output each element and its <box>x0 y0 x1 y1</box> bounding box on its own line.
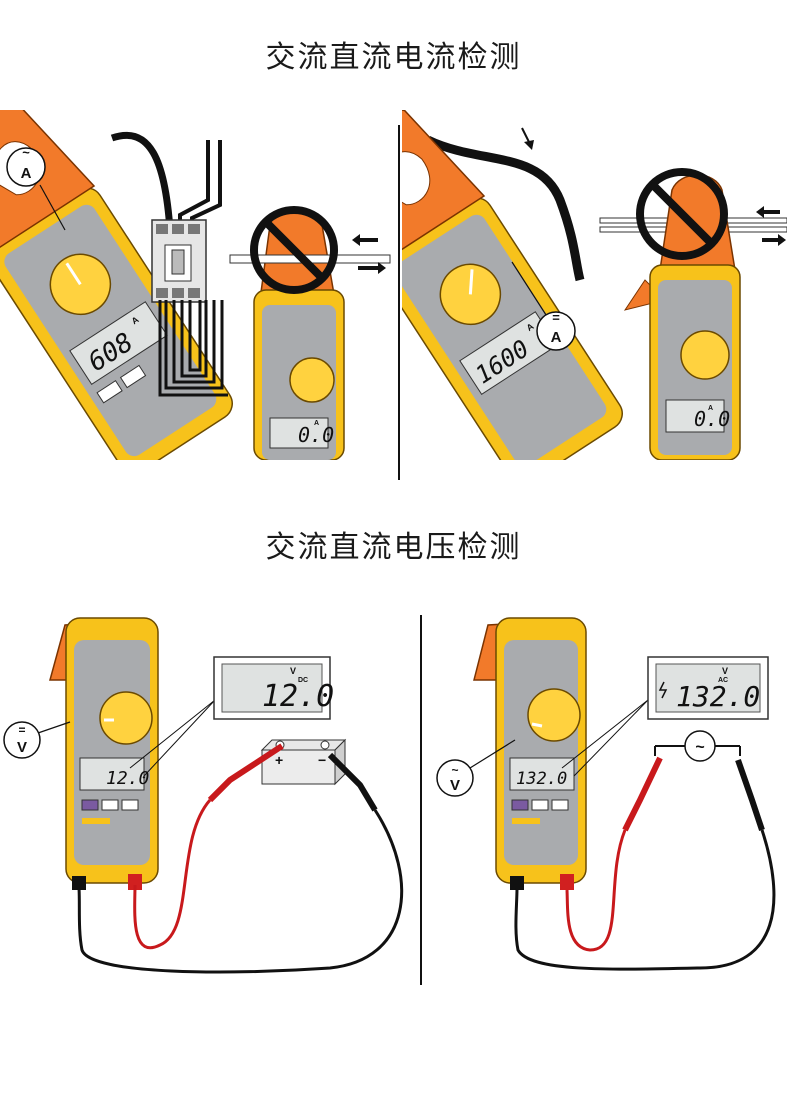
dc-amps-symbol-letter: A <box>551 329 562 346</box>
circuit-breaker <box>151 140 228 397</box>
ac-voltage-reading: 132.0 <box>516 769 567 789</box>
black-probe <box>735 759 765 831</box>
ac-current-wrong-unit: A <box>314 420 319 427</box>
dc-voltage-zoom-unit-sub: DC <box>298 677 308 684</box>
prohibited-sign-icon <box>636 168 728 260</box>
ac-current-panel: 608 A ~ A <box>0 110 391 460</box>
ac-amps-symbol-mark: ~ <box>22 145 30 160</box>
ac-voltage-zoom-unit: V <box>722 666 728 676</box>
ac-volts-symbol-mark: ~ <box>451 763 458 777</box>
current-section-title: 交流直流电流检测 <box>265 40 522 75</box>
red-probe <box>622 756 663 832</box>
prohibited-sign-icon <box>250 206 338 294</box>
arrow-left-icon <box>756 206 786 246</box>
red-probe <box>207 743 284 803</box>
dc-wire <box>426 135 585 282</box>
battery-minus-label: − <box>318 752 326 768</box>
dc-volts-symbol-letter: V <box>17 739 27 756</box>
red-lead <box>565 829 627 952</box>
arrow-left-icon <box>352 234 386 274</box>
dc-voltage-panel: 12.0 = V 12.0 V DC + − <box>3 617 404 974</box>
ac-wire <box>110 131 174 231</box>
black-probe <box>327 752 378 812</box>
dc-current-wrong-meter: 0.0 A <box>599 174 787 460</box>
dc-voltage-reading: 12.0 <box>106 768 149 789</box>
battery-icon: + − <box>260 738 347 786</box>
hazard-bolt-icon <box>658 681 668 699</box>
ac-voltage-zoom-reading: 132.0 <box>676 680 760 713</box>
dc-voltage-zoom-unit: V <box>290 666 296 676</box>
ac-volts-symbol-letter: V <box>450 777 460 794</box>
ac-volts-symbol <box>436 759 474 797</box>
dc-volts-symbol <box>3 721 41 759</box>
dc-current-reading-unit: A <box>525 321 536 333</box>
ac-current-reading-unit: A <box>130 314 141 326</box>
ac-voltage-panel: 132.0 ~ V 132.0 V AC ~ <box>436 617 776 971</box>
red-lead <box>133 799 212 950</box>
ac-amps-symbol <box>6 147 46 187</box>
dc-current-wrong-unit: A <box>708 405 713 412</box>
dc-current-wrong-reading: 0.0 <box>694 407 730 431</box>
dc-current-meter: 1600 A <box>402 110 623 460</box>
battery-plus-label: + <box>275 752 283 768</box>
ac-voltage-zoom-unit-sub: AC <box>718 677 728 684</box>
ac-source-icon: ~ <box>654 730 741 762</box>
ac-amps-symbol-letter: A <box>21 165 32 182</box>
ac-current-wrong-reading: 0.0 <box>298 423 334 447</box>
dc-voltage-zoom-reading: 12.0 <box>262 679 334 714</box>
lcd-screen <box>69 301 168 386</box>
dc-current-panel: 1600 A = A 0.0 A <box>402 110 787 460</box>
black-lead <box>514 829 776 971</box>
dc-volts-symbol-mark: = <box>18 723 25 737</box>
dc-amps-symbol-mark: = <box>552 310 560 325</box>
voltage-section-title: 交流直流电压检测 <box>265 530 522 565</box>
black-lead <box>77 809 404 974</box>
ac-source-symbol: ~ <box>695 739 704 756</box>
dc-amps-symbol <box>536 311 576 351</box>
arrow-down-icon <box>521 127 534 150</box>
